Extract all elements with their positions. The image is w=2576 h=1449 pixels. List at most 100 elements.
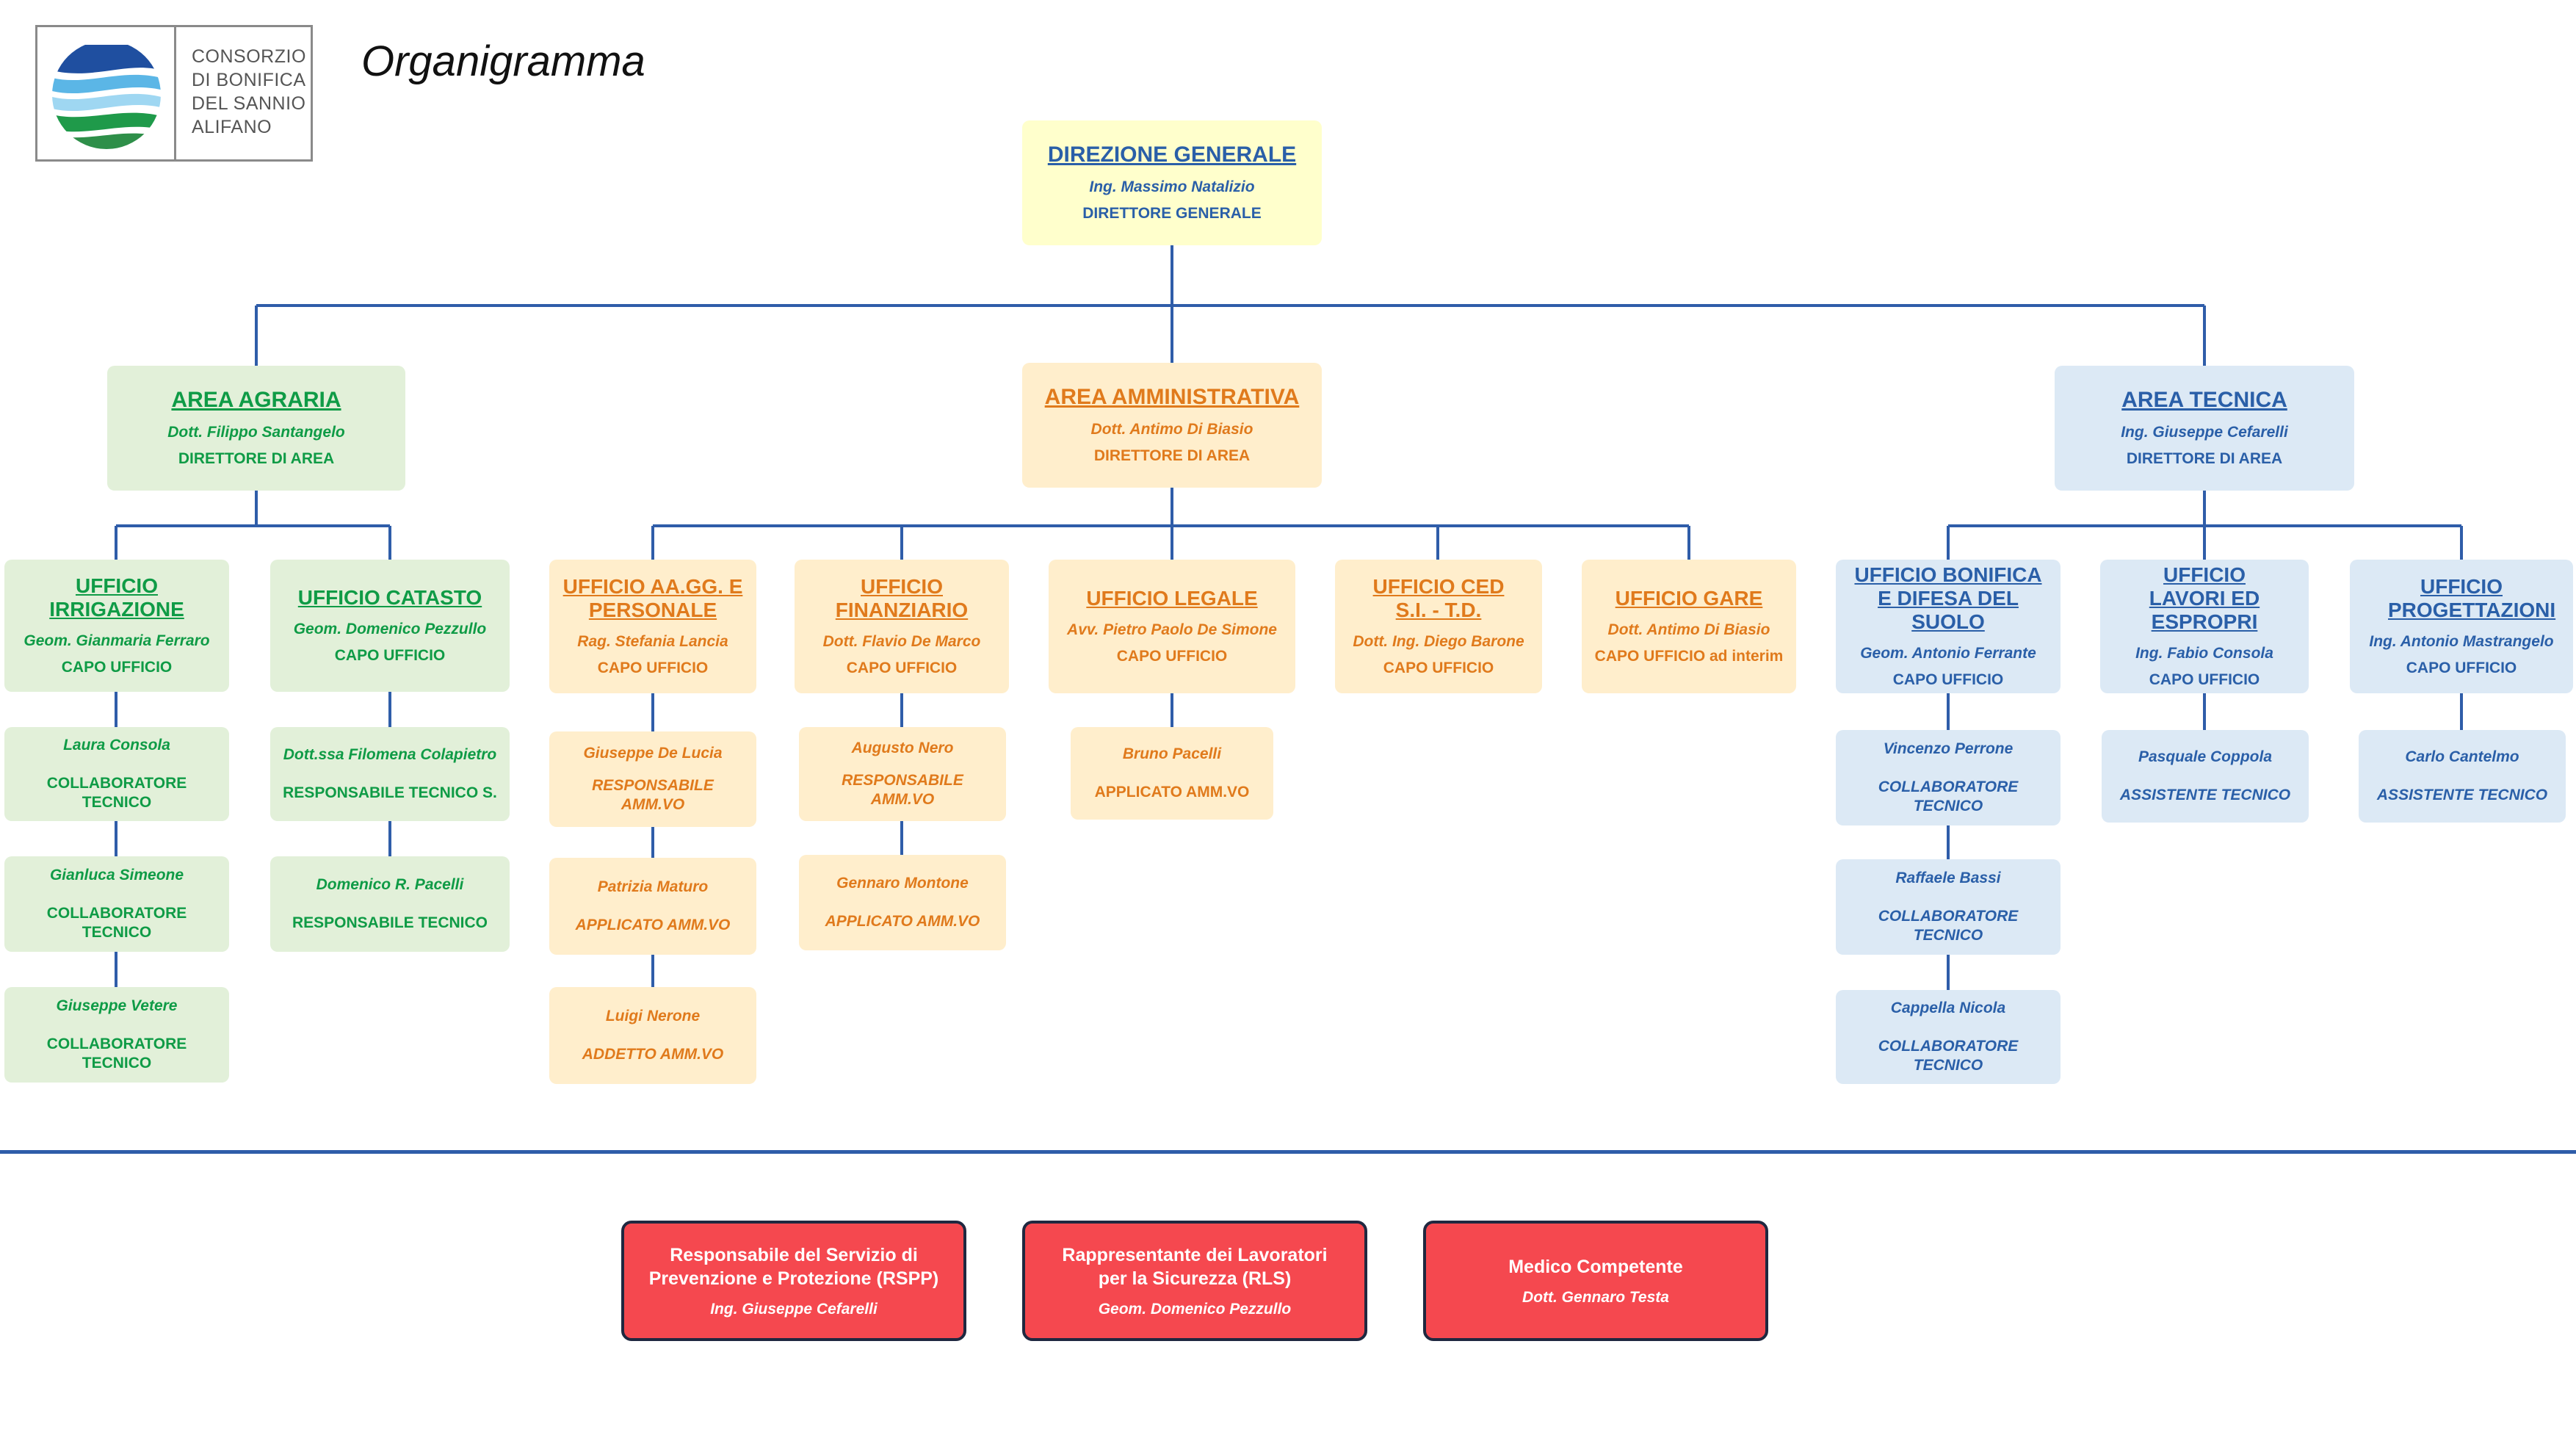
area-amministrativa-box: AREA AMMINISTRATIVA Dott. Antimo Di Bias… xyxy=(1022,363,1322,488)
staff-name: Raffaele Bassi xyxy=(1895,870,2001,886)
area-tecnica-name: Ing. Giuseppe Cefarelli xyxy=(2121,424,2288,441)
ufficio-bonifica-box: UFFICIO BONIFICA E DIFESA DEL SUOLO Geom… xyxy=(1836,560,2061,693)
ufficio-capo-name: Rag. Stefania Lancia xyxy=(577,633,728,650)
ufficio-title: UFFICIO LAVORI ED ESPROPRI xyxy=(2149,563,2260,633)
medico-name: Dott. Gennaro Testa xyxy=(1522,1289,1669,1306)
area-tecnica-box: AREA TECNICA Ing. Giuseppe Cefarelli DIR… xyxy=(2055,366,2354,491)
staff-box: Giuseppe Vetere COLLABORATORE TECNICO xyxy=(4,987,229,1083)
rls-title: Rappresentante dei Lavoratori per la Sic… xyxy=(1062,1245,1328,1289)
staff-role: ADDETTO AMM.VO xyxy=(582,1046,724,1063)
ufficio-title: UFFICIO IRRIGAZIONE xyxy=(49,574,184,621)
ufficio-title: UFFICIO CATASTO xyxy=(297,586,482,609)
ufficio-capo-role: CAPO UFFICIO ad interim xyxy=(1594,648,1784,665)
ufficio-capo-role: CAPO UFFICIO xyxy=(2406,660,2517,676)
rspp-box: Responsabile del Servizio di Prevenzione… xyxy=(621,1221,966,1341)
ufficio-capo-name: Dott. Antimo Di Biasio xyxy=(1607,621,1770,638)
staff-name: Laura Consola xyxy=(63,737,170,754)
staff-box: Carlo Cantelmo ASSISTENTE TECNICO xyxy=(2359,730,2566,823)
staff-role: COLLABORATORE TECNICO xyxy=(1878,908,2019,944)
staff-box: Giuseppe De Lucia RESPONSABILE AMM.VO xyxy=(549,731,756,827)
staff-box: Pasquale Coppola ASSISTENTE TECNICO xyxy=(2102,730,2309,823)
staff-role: COLLABORATORE TECNICO xyxy=(46,905,187,941)
staff-box: Vincenzo Perrone COLLABORATORE TECNICO xyxy=(1836,730,2061,825)
staff-box: Gianluca Simeone COLLABORATORE TECNICO xyxy=(4,856,229,952)
ufficio-lavori-box: UFFICIO LAVORI ED ESPROPRI Ing. Fabio Co… xyxy=(2100,560,2309,693)
area-agraria-box: AREA AGRARIA Dott. Filippo Santangelo DI… xyxy=(107,366,405,491)
staff-role: ASSISTENTE TECNICO xyxy=(2119,787,2291,803)
staff-box: Augusto Nero RESPONSABILE AMM.VO xyxy=(799,727,1006,821)
staff-box: Cappella Nicola COLLABORATORE TECNICO xyxy=(1836,990,2061,1084)
staff-role: ASSISTENTE TECNICO xyxy=(2376,787,2548,803)
ufficio-irrigazione-box: UFFICIO IRRIGAZIONE Geom. Gianmaria Ferr… xyxy=(4,560,229,692)
direzione-role: DIRETTORE GENERALE xyxy=(1082,205,1262,222)
staff-name: Luigi Nerone xyxy=(605,1008,701,1025)
staff-name: Bruno Pacelli xyxy=(1122,745,1222,762)
rls-box: Rappresentante dei Lavoratori per la Sic… xyxy=(1022,1221,1367,1341)
staff-box: Gennaro Montone APPLICATO AMM.VO xyxy=(799,855,1006,950)
staff-role: RESPONSABILE AMM.VO xyxy=(842,772,963,808)
staff-box: Patrizia Maturo APPLICATO AMM.VO xyxy=(549,858,756,955)
staff-name: Gennaro Montone xyxy=(836,875,969,892)
staff-role: COLLABORATORE TECNICO xyxy=(1878,778,2019,814)
ufficio-capo-role: CAPO UFFICIO xyxy=(846,660,958,676)
ufficio-catasto-box: UFFICIO CATASTO Geom. Domenico Pezzullo … xyxy=(270,560,510,692)
logo-line: DI BONIFICA xyxy=(192,70,306,90)
area-amministrativa-role: DIRETTORE DI AREA xyxy=(1093,447,1251,464)
direzione-name: Ing. Massimo Natalizio xyxy=(1089,178,1255,195)
logo-waves-icon xyxy=(52,40,161,149)
ufficio-capo-role: CAPO UFFICIO xyxy=(61,659,173,676)
staff-role: RESPONSABILE TECNICO S. xyxy=(283,784,497,801)
ufficio-capo-name: Avv. Pietro Paolo De Simone xyxy=(1067,621,1277,638)
ufficio-ced-box: UFFICIO CED S.I. - T.D. Dott. Ing. Diego… xyxy=(1335,560,1542,693)
ufficio-capo-name: Dott. Flavio De Marco xyxy=(822,633,981,650)
staff-name: Giuseppe Vetere xyxy=(56,997,178,1014)
ufficio-finanziario-box: UFFICIO FINANZIARIO Dott. Flavio De Marc… xyxy=(795,560,1009,693)
staff-role: APPLICATO AMM.VO xyxy=(1094,784,1250,801)
medico-title: Medico Competente xyxy=(1508,1257,1683,1277)
ufficio-legale-box: UFFICIO LEGALE Avv. Pietro Paolo De Simo… xyxy=(1049,560,1295,693)
ufficio-title: UFFICIO AA.GG. E PERSONALE xyxy=(562,575,743,621)
staff-name: Pasquale Coppola xyxy=(2138,748,2273,765)
staff-role: COLLABORATORE TECNICO xyxy=(46,775,187,811)
staff-role: COLLABORATORE TECNICO xyxy=(1878,1038,2019,1074)
ufficio-capo-name: Dott. Ing. Diego Barone xyxy=(1353,633,1524,650)
staff-name: Patrizia Maturo xyxy=(597,878,709,895)
rspp-title: Responsabile del Servizio di Prevenzione… xyxy=(648,1245,939,1289)
staff-role: RESPONSABILE TECNICO xyxy=(292,914,488,931)
ufficio-capo-role: CAPO UFFICIO xyxy=(597,660,709,676)
staff-name: Dott.ssa Filomena Colapietro xyxy=(283,746,497,763)
direzione-title: DIREZIONE GENERALE xyxy=(1047,142,1297,167)
staff-role: APPLICATO AMM.VO xyxy=(575,917,731,933)
ufficio-progettazioni-box: UFFICIO PROGETTAZIONI Ing. Antonio Mastr… xyxy=(2350,560,2573,693)
staff-name: Vincenzo Perrone xyxy=(1883,740,2014,757)
ufficio-title: UFFICIO FINANZIARIO xyxy=(835,575,969,621)
staff-box: Dott.ssa Filomena Colapietro RESPONSABIL… xyxy=(270,727,510,821)
staff-name: Gianluca Simeone xyxy=(49,867,184,884)
logo-line: DEL SANNIO xyxy=(192,93,306,114)
direzione-generale-box: DIREZIONE GENERALE Ing. Massimo Natalizi… xyxy=(1022,120,1322,245)
ufficio-title: UFFICIO CED S.I. - T.D. xyxy=(1372,575,1505,621)
area-agraria-title: AREA AGRARIA xyxy=(171,388,341,412)
staff-box: Domenico R. Pacelli RESPONSABILE TECNICO xyxy=(270,856,510,952)
ufficio-title: UFFICIO PROGETTAZIONI xyxy=(2388,575,2556,621)
consortium-logo: CONSORZIO DI BONIFICA DEL SANNIO ALIFANO xyxy=(35,25,313,162)
staff-box: Bruno Pacelli APPLICATO AMM.VO xyxy=(1071,727,1273,820)
ufficio-capo-name: Geom. Domenico Pezzullo xyxy=(293,621,487,637)
ufficio-gare-box: UFFICIO GARE Dott. Antimo Di Biasio CAPO… xyxy=(1582,560,1796,693)
ufficio-capo-role: CAPO UFFICIO xyxy=(2149,671,2260,688)
section-divider xyxy=(0,1150,2576,1154)
ufficio-capo-role: CAPO UFFICIO xyxy=(1892,671,2004,688)
staff-box: Laura Consola COLLABORATORE TECNICO xyxy=(4,727,229,821)
rls-name: Geom. Domenico Pezzullo xyxy=(1098,1301,1292,1318)
area-amministrativa-title: AREA AMMINISTRATIVA xyxy=(1044,385,1300,409)
area-agraria-name: Dott. Filippo Santangelo xyxy=(167,424,345,441)
ufficio-capo-name: Geom. Gianmaria Ferraro xyxy=(23,632,210,649)
ufficio-capo-name: Ing. Fabio Consola xyxy=(2135,645,2273,662)
area-tecnica-role: DIRETTORE DI AREA xyxy=(2126,450,2283,467)
ufficio-title: UFFICIO BONIFICA E DIFESA DEL SUOLO xyxy=(1854,563,2042,633)
area-tecnica-title: AREA TECNICA xyxy=(2121,388,2287,412)
medico-box: Medico Competente Dott. Gennaro Testa xyxy=(1423,1221,1768,1341)
ufficio-capo-name: Ing. Antonio Mastrangelo xyxy=(2369,633,2554,650)
ufficio-capo-role: CAPO UFFICIO xyxy=(1116,648,1228,665)
